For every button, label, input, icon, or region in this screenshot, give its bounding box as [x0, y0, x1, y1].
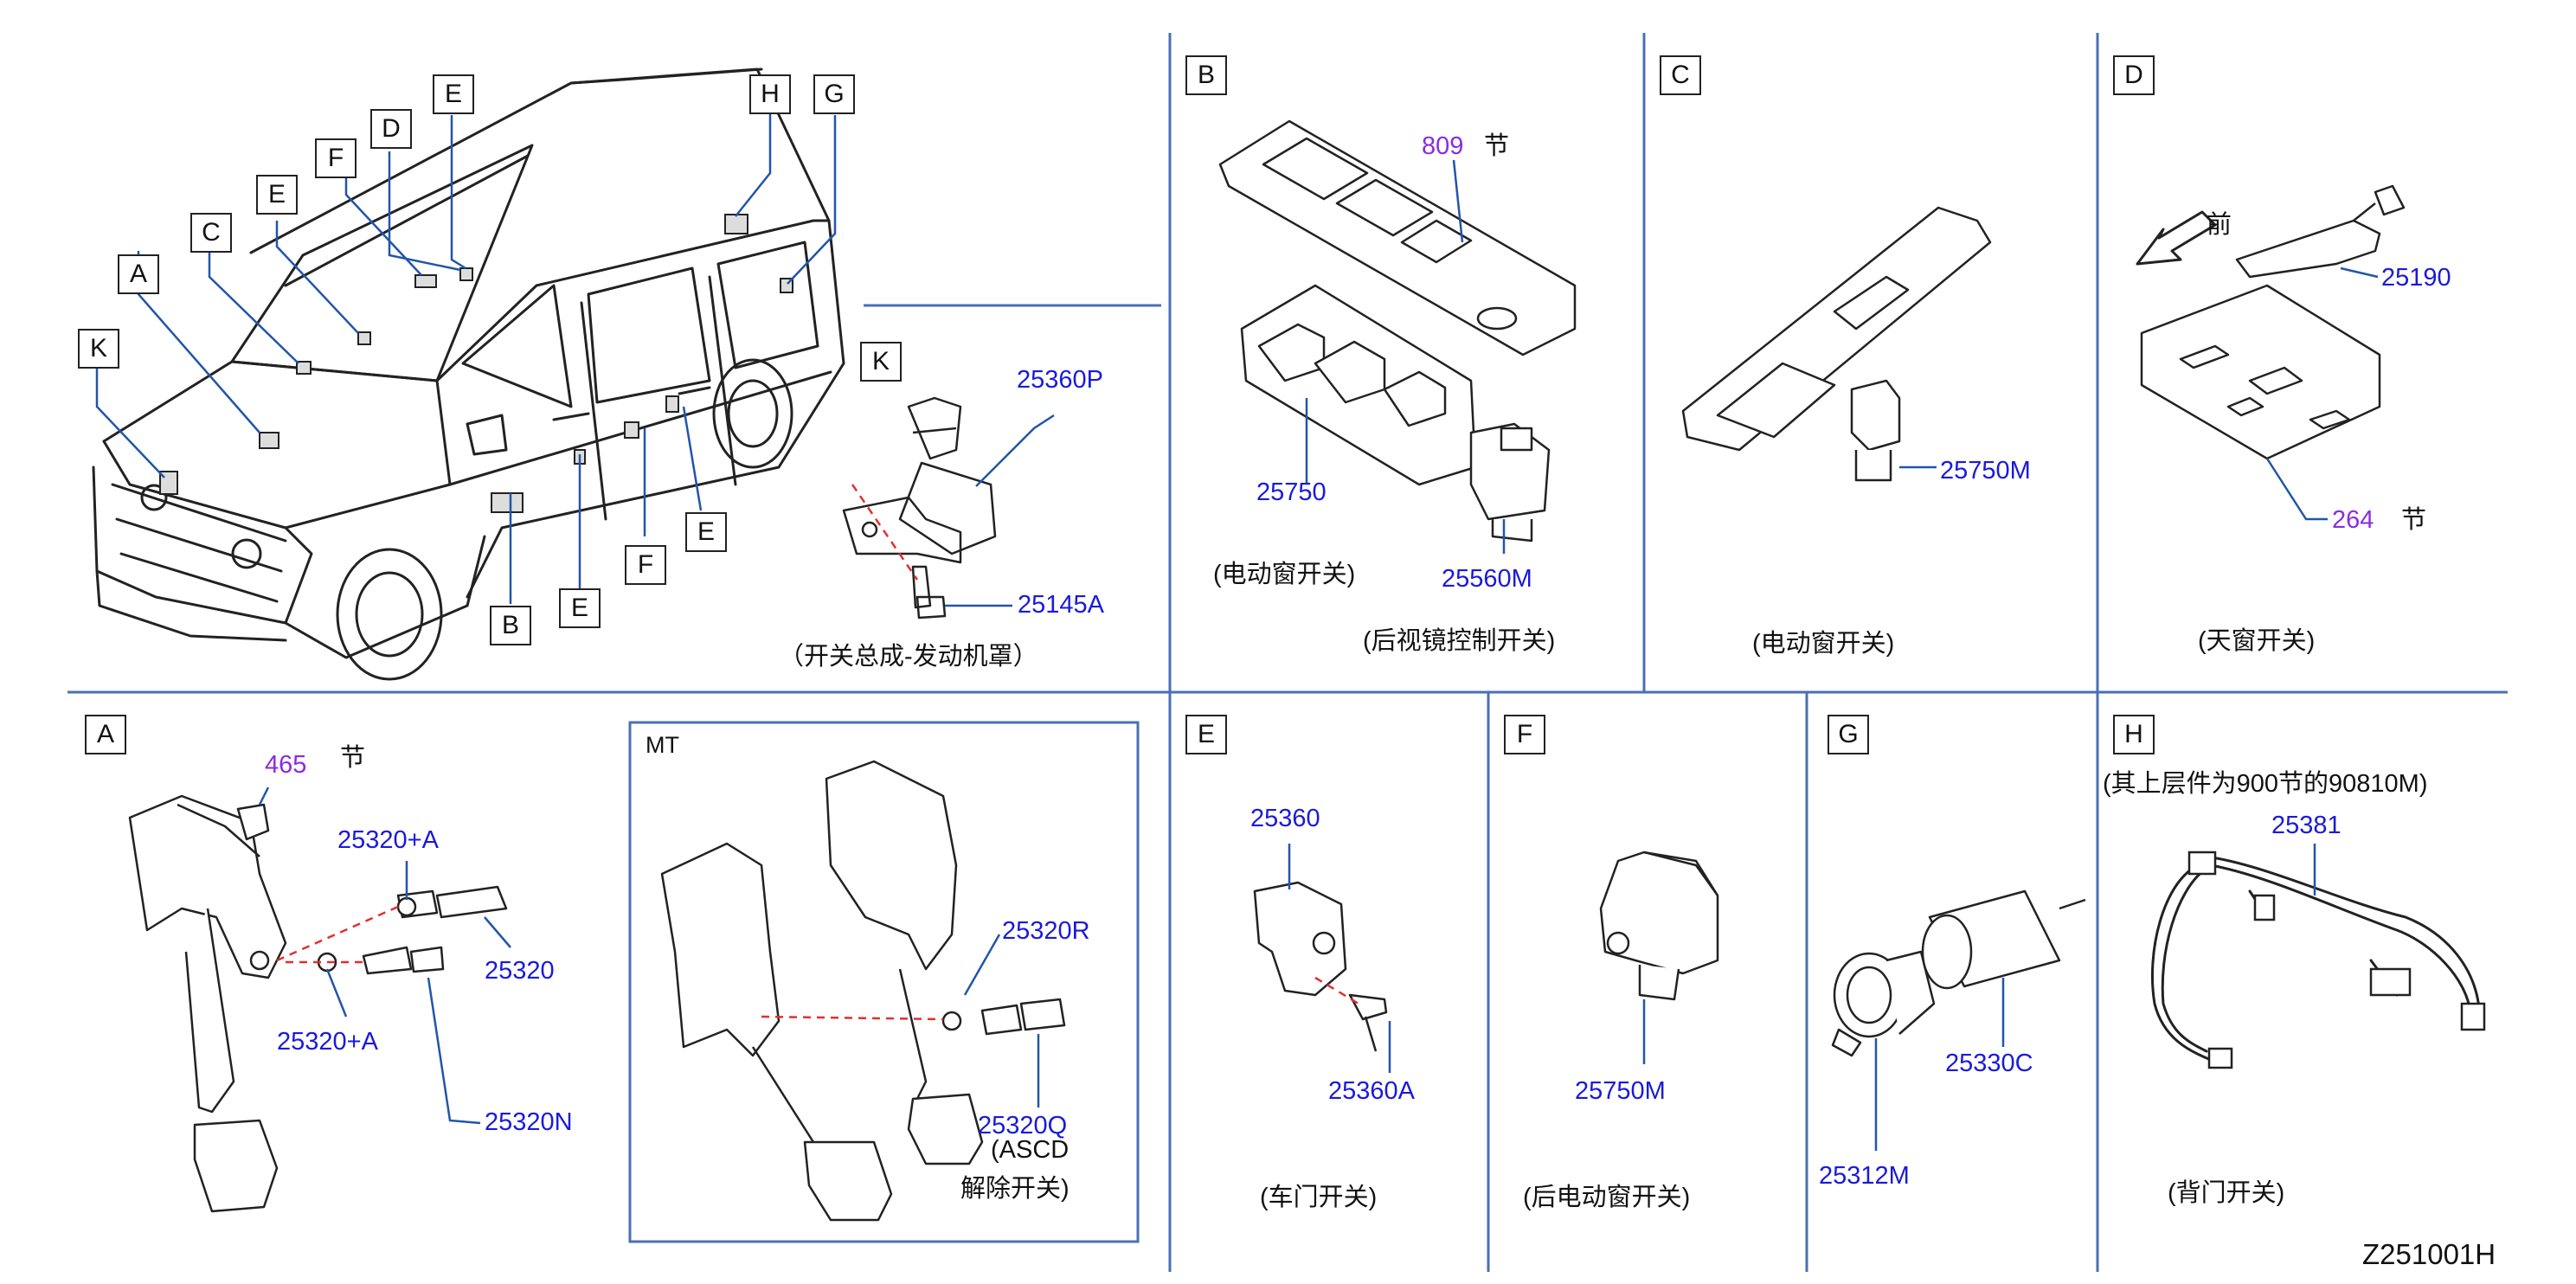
section-809-word: 节 [1484, 132, 1510, 160]
part-25330c[interactable]: 25330C [1945, 1050, 2033, 1077]
panel-k-drawing [842, 396, 997, 620]
panel-k-leaders [945, 414, 1055, 607]
panel-e-caption: (车门开关) [1260, 1184, 1378, 1211]
diagram-id: Z251001H [2362, 1238, 2496, 1270]
panel-g-leaders [1874, 978, 2005, 1151]
callout-a[interactable]: A [118, 254, 159, 294]
callout-b[interactable]: B [490, 606, 531, 645]
panel-b-caption-2: (后视镜控制开关) [1363, 627, 1556, 655]
part-25750[interactable]: 25750 [1256, 478, 1327, 506]
panel-d-drawing [2140, 184, 2406, 460]
part-25360p[interactable]: 25360P [1017, 366, 1103, 394]
panel-e-letter: E [1185, 715, 1227, 754]
part-25381[interactable]: 25381 [2271, 812, 2342, 839]
grid-lines [67, 33, 2508, 1272]
panel-d-leaders [2265, 266, 2379, 521]
section-809[interactable]: 809 [1422, 132, 1464, 160]
part-25320[interactable]: 25320 [485, 957, 555, 985]
panel-mt-dash [761, 1015, 944, 1021]
overview-leaders [95, 112, 837, 604]
mt-note-2: 解除开关) [960, 1175, 1070, 1203]
panel-g-drawing [1831, 889, 2086, 1057]
panel-e-leaders [1288, 844, 1391, 1073]
panel-e-drawing [1253, 881, 1388, 1052]
panel-k-dash [851, 484, 919, 581]
panel-g-letter: G [1828, 715, 1869, 754]
panel-b-caption-1: (电动窗开关) [1213, 561, 1356, 588]
front-label: 前 [2207, 211, 2232, 239]
mt-note-1: (ASCD [991, 1136, 1070, 1164]
panel-mt-leaders [963, 934, 1040, 1107]
mt-frame [628, 721, 1140, 1243]
panel-a-letter: A [85, 715, 126, 754]
panel-d-caption: (天窗开关) [2198, 627, 2316, 655]
front-arrow-icon [2136, 210, 2217, 266]
panel-a-drawing [128, 794, 508, 1213]
part-25320a-lower[interactable]: 25320+A [277, 1028, 378, 1056]
callout-d[interactable]: D [370, 109, 412, 149]
panel-b-leaders [1305, 159, 1506, 554]
part-25320q[interactable]: 25320Q [978, 1112, 1068, 1140]
panel-e-dash [1314, 976, 1359, 1005]
callout-h[interactable]: H [749, 74, 791, 114]
panel-h-letter: H [2113, 715, 2155, 754]
panel-k-caption: （开关总成-发动机罩） [779, 643, 1038, 671]
section-264[interactable]: 264 [2332, 506, 2374, 534]
callout-e-upper-right[interactable]: E [433, 74, 474, 114]
part-25320n[interactable]: 25320N [485, 1108, 573, 1136]
panel-h-note: (其上层件为900节的90810M) [2103, 770, 2428, 798]
callout-c[interactable]: C [190, 213, 232, 253]
panel-c-drawing [1681, 206, 1992, 482]
section-465-word: 节 [340, 744, 366, 772]
section-264-word: 节 [2401, 506, 2427, 534]
panel-h-connectors [2187, 851, 2486, 1069]
callout-k[interactable]: K [78, 329, 119, 369]
panel-k-letter: K [860, 342, 902, 382]
vehicle-illustration [92, 67, 845, 681]
panel-f-drawing [1599, 851, 1719, 1001]
part-25312m[interactable]: 25312M [1819, 1162, 1910, 1190]
part-25190[interactable]: 25190 [2381, 264, 2451, 292]
callout-f-lower[interactable]: F [625, 545, 666, 585]
part-25320r[interactable]: 25320R [1002, 917, 1090, 945]
panel-h-drawing [2151, 855, 2481, 1062]
panel-b-letter: B [1185, 55, 1227, 95]
panel-f-letter: F [1504, 715, 1545, 754]
callout-e-lower[interactable]: E [559, 588, 601, 628]
panel-b-drawing [1218, 119, 1577, 542]
panel-h-caption: (背门开关) [2168, 1179, 2285, 1207]
callout-g[interactable]: G [813, 74, 855, 114]
panel-d-letter: D [2113, 55, 2155, 95]
part-25145a[interactable]: 25145A [1018, 591, 1104, 619]
part-25750m-c[interactable]: 25750M [1940, 457, 2031, 485]
callout-e-upper-left[interactable]: E [256, 175, 298, 215]
panel-f-caption: (后电动窗开关) [1523, 1184, 1691, 1211]
callout-f-upper[interactable]: F [315, 138, 357, 178]
mt-label: MT [646, 732, 679, 758]
section-465[interactable]: 465 [265, 751, 307, 779]
callout-e-right[interactable]: E [685, 512, 727, 552]
panel-c-letter: C [1660, 55, 1701, 95]
part-25750m-f[interactable]: 25750M [1575, 1077, 1666, 1105]
part-25320a-upper[interactable]: 25320+A [337, 826, 439, 854]
part-25360a[interactable]: 25360A [1328, 1077, 1415, 1105]
part-25560m[interactable]: 25560M [1442, 565, 1532, 593]
panel-c-caption: (电动窗开关) [1752, 630, 1895, 658]
part-25360[interactable]: 25360 [1250, 805, 1320, 832]
panel-a-leaders [258, 786, 511, 1125]
panel-mt-drawing [660, 760, 1066, 1222]
vehicle-parts [159, 214, 793, 513]
